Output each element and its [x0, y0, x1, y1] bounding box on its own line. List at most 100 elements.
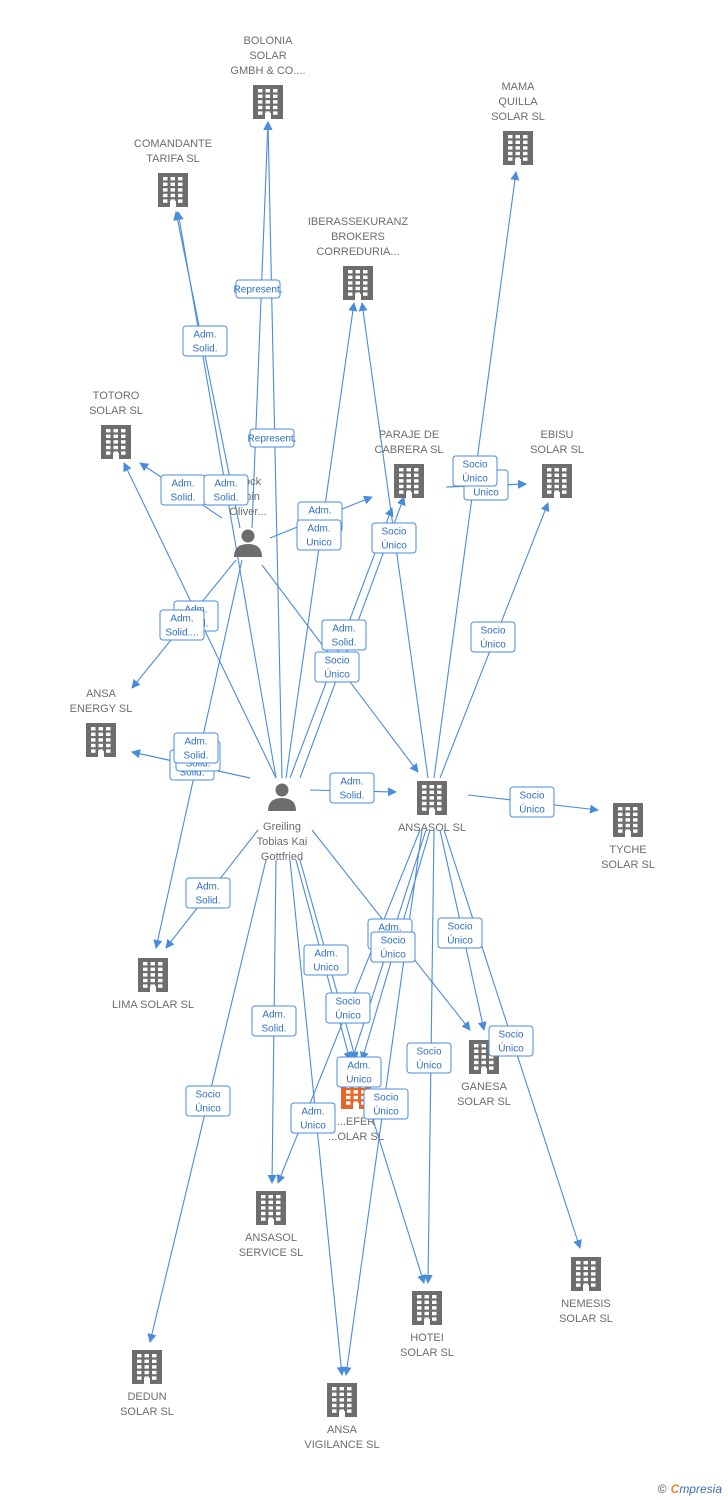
- edge-label-box: [185, 1085, 231, 1117]
- edge-label-greiling-bolonia[interactable]: Represent.: [234, 279, 283, 299]
- edge-label-text: Socio: [498, 1030, 523, 1041]
- edge-label-box: [370, 931, 416, 963]
- building-icon: [417, 781, 447, 815]
- edge-label-text: Socio: [416, 1047, 441, 1058]
- node-label: IBERASSEKURANZ: [308, 216, 409, 228]
- edge-label-greiling-lima[interactable]: Adm.Solid.: [185, 877, 231, 909]
- node-label: SOLAR SL: [457, 1096, 511, 1108]
- node-label: ANSA: [327, 1424, 358, 1436]
- edge-label-text: Adm.: [214, 479, 237, 490]
- person-icon: [268, 783, 296, 811]
- edge-label-box: [406, 1042, 452, 1074]
- node-label: SOLAR SL: [400, 1347, 454, 1359]
- edge-label-greiling-ansaservice[interactable]: Adm.Solid.: [251, 1005, 297, 1037]
- edge-label-text: Socio: [373, 1093, 398, 1104]
- edge-label-text: Socio: [462, 460, 487, 471]
- node-label: CABRERA SL: [374, 444, 443, 456]
- building-icon: [132, 1350, 162, 1384]
- edge-label-person1-comandante[interactable]: Adm.Solid.: [182, 325, 228, 357]
- node-label: ...OLAR SL: [328, 1131, 384, 1143]
- edge-label-person1-lima[interactable]: Adm.Solid.: [173, 732, 219, 764]
- edge-label-text: Único: [480, 638, 506, 651]
- edge-label-text: Único: [462, 472, 488, 485]
- node-label: GMBH & CO....: [230, 65, 305, 77]
- node-ansasol[interactable]: ANSASOL SL: [398, 781, 466, 834]
- edge-label-greiling-efer[interactable]: Adm.Unico: [303, 944, 349, 976]
- edge-label-person1-totoro[interactable]: Adm.Solid.: [203, 474, 249, 506]
- edge-label-box: [336, 1056, 382, 1088]
- node-label: SOLAR SL: [559, 1313, 613, 1325]
- edge-label-box: [329, 772, 375, 804]
- edge-label-greiling-paraje[interactable]: Adm.Solid.: [321, 619, 367, 651]
- edge-label-text: Unico: [473, 488, 499, 499]
- edge-label-person1-bolonia[interactable]: Represent.: [248, 428, 297, 448]
- building-icon: [101, 425, 131, 459]
- node-label: SOLAR SL: [601, 859, 655, 871]
- edge-label-greiling-efer[interactable]: Adm.Unico: [336, 1056, 382, 1088]
- edge-label-text: Socio: [519, 791, 544, 802]
- node-label: QUILLA: [498, 96, 538, 108]
- edge-label-box: [363, 1088, 409, 1120]
- edge-label-box: [470, 621, 516, 653]
- edge-label-text: Único: [380, 948, 406, 961]
- edge-label-text: Socio: [480, 626, 505, 637]
- edge-label-box: [325, 992, 371, 1024]
- edge-label-box: [249, 428, 295, 448]
- edge-label-text: Socio: [447, 922, 472, 933]
- node-label: EBISU: [540, 429, 573, 441]
- edge-label-box: [371, 522, 417, 554]
- edge-label-person1-ansaenergy[interactable]: Adm.Solid....: [159, 609, 205, 641]
- edge-label-greiling-iberas[interactable]: Adm.Unico: [296, 519, 342, 551]
- node-iberas[interactable]: IBERASSEKURANZBROKERSCORREDURIA...: [308, 216, 409, 300]
- edge-label-text: Solid.: [195, 896, 220, 907]
- edge-label-box: [509, 786, 555, 818]
- edge-label-box: [437, 917, 483, 949]
- node-lima[interactable]: LIMA SOLAR SL: [112, 958, 194, 1011]
- building-icon: [158, 173, 188, 207]
- node-label: SERVICE SL: [239, 1247, 304, 1259]
- building-icon: [343, 266, 373, 300]
- edge-label-greiling-ansavig[interactable]: Adm.Unico: [290, 1102, 336, 1134]
- edge-label-text: Unico: [313, 963, 339, 974]
- node-label: Oliver...: [229, 506, 266, 518]
- edge-label-greiling-ansasol[interactable]: Adm.Solid.: [329, 772, 375, 804]
- node-hotei[interactable]: HOTEI SOLAR SL: [400, 1291, 454, 1359]
- brand-name: mpresia: [679, 1482, 722, 1496]
- edge-label-text: Solid.: [183, 751, 208, 762]
- edge-label-text: Socio: [380, 936, 405, 947]
- node-label: HOTEI: [410, 1332, 444, 1344]
- empresia-watermark[interactable]: ©Cmpresia: [658, 1482, 722, 1496]
- building-icon: [253, 85, 283, 119]
- building-icon: [86, 723, 116, 757]
- edge-label-greiling-comandante[interactable]: Adm.Solid.: [160, 474, 206, 506]
- copyright-symbol: ©: [657, 1482, 667, 1496]
- node-label: ANSASOL SL: [398, 822, 466, 834]
